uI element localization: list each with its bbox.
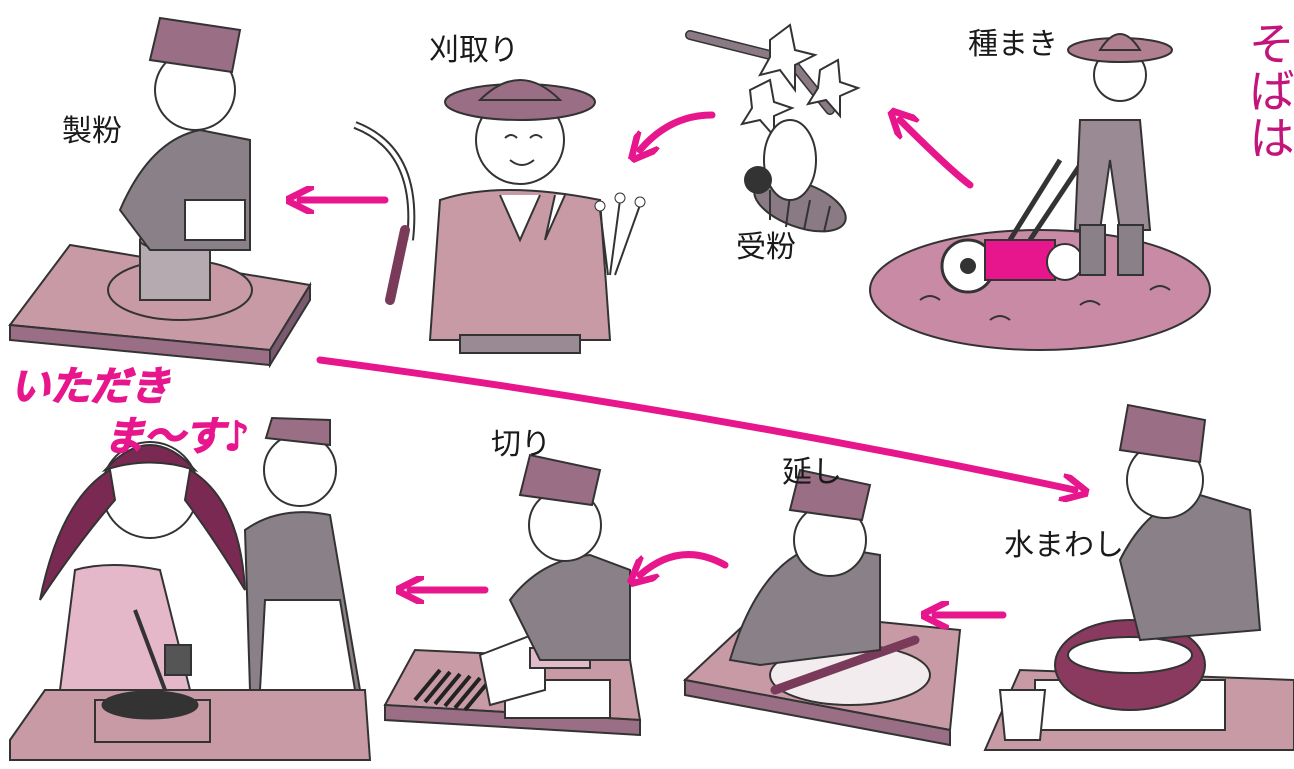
- seeder-box: [984, 239, 1056, 281]
- pollination-scene: [685, 23, 861, 233]
- side-vertical-text: そばは: [1242, 20, 1294, 161]
- label-harvest: 刈取り: [429, 33, 519, 68]
- girl-pigtail-left: [39, 468, 117, 601]
- label-cutting: 切り: [491, 427, 551, 462]
- arrow-sowing-to-pollination: [900, 120, 974, 189]
- arrow-pollination-to-harvest: [640, 111, 716, 150]
- cut-noodles: [413, 668, 492, 712]
- exclaim-line1: いただき: [9, 364, 171, 410]
- roller-body: [728, 543, 881, 667]
- farmer-body: [1073, 119, 1152, 231]
- girl-pigtail-right: [183, 468, 246, 591]
- girl-body: [58, 564, 192, 691]
- exclaim-line2: ま〜す♪: [103, 414, 250, 460]
- arrow-rolling-to-cutting: [640, 551, 729, 575]
- bee-wing: [763, 119, 817, 201]
- harvester-body: [428, 189, 612, 341]
- soba-cup: [164, 644, 192, 676]
- water-mixing-scene: [983, 403, 1294, 751]
- harvest-farmer-scene: [353, 79, 646, 354]
- eating-scene: [9, 416, 372, 761]
- seeder-handle: [1007, 158, 1063, 242]
- label-water-mixing: 水まわし: [1004, 528, 1124, 563]
- rolling-scene: [682, 468, 962, 747]
- label-rolling: 延し: [782, 455, 842, 490]
- soba-knife: [478, 628, 546, 707]
- label-pollination: 受粉: [736, 230, 796, 265]
- label-sowing: 種まき: [968, 27, 1058, 62]
- label-milling: 製粉: [62, 114, 122, 149]
- miller-cap: [148, 16, 242, 74]
- soba-noodles: [101, 690, 199, 720]
- cutting-scene: [383, 453, 642, 737]
- sickle-handle: [385, 225, 410, 305]
- chopsticks: [133, 609, 167, 691]
- rolling-pin: [770, 635, 920, 695]
- process-arrows: [300, 115, 1075, 615]
- measuring-cup: [998, 689, 1047, 741]
- arrow-milling-to-water-mixing: [316, 356, 1075, 490]
- sowing-farmer-scene: [869, 33, 1211, 351]
- milling-scene: [8, 16, 312, 369]
- mixer-body: [1118, 493, 1262, 642]
- buckwheat-flowers: [739, 23, 861, 139]
